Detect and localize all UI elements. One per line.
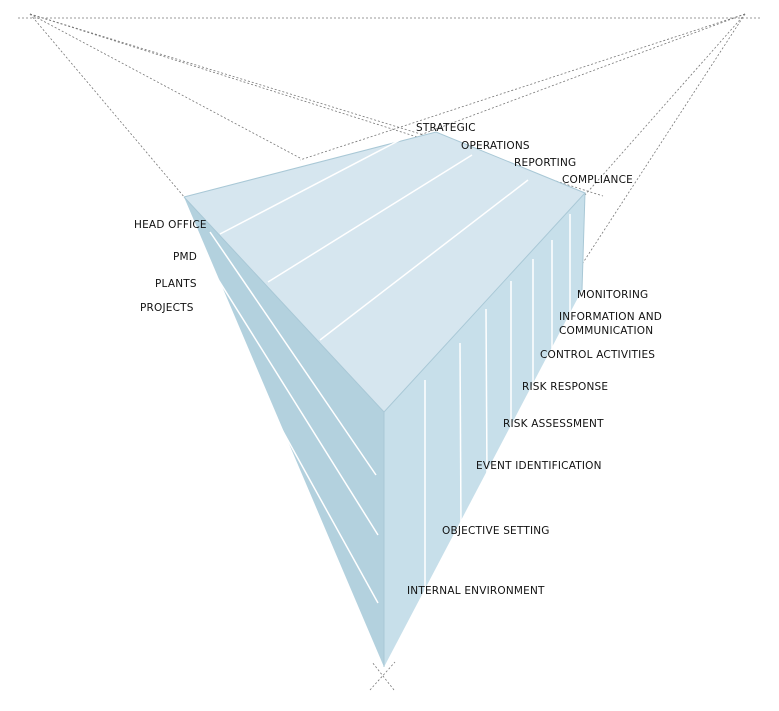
top-face bbox=[184, 132, 585, 412]
guide-line bbox=[419, 13, 746, 136]
guide-line bbox=[29, 13, 186, 199]
guide-line bbox=[29, 13, 441, 141]
label-strategic: STRATEGIC bbox=[416, 122, 476, 134]
label-objective-setting: OBJECTIVE SETTING bbox=[442, 525, 550, 537]
top-face-dividers bbox=[219, 139, 529, 341]
label-compliance: COMPLIANCE bbox=[562, 174, 633, 186]
label-plants: PLANTS bbox=[155, 278, 197, 290]
label-risk-response: RISK RESPONSE bbox=[522, 381, 608, 393]
guide-line bbox=[584, 13, 746, 196]
label-reporting: REPORTING bbox=[514, 157, 576, 169]
guide-line bbox=[29, 13, 301, 159]
label-monitoring: MONITORING bbox=[577, 289, 648, 301]
label-projects: PROJECTS bbox=[140, 302, 194, 314]
label-pmd: PMD bbox=[173, 251, 197, 263]
guide-line bbox=[299, 13, 746, 161]
label-control-activities: CONTROL ACTIVITIES bbox=[540, 349, 655, 361]
label-information-and: INFORMATION AND bbox=[559, 311, 662, 323]
label-risk-assessment: RISK ASSESSMENT bbox=[503, 418, 604, 430]
guide-line bbox=[574, 13, 746, 276]
left-face-dividers bbox=[202, 231, 379, 604]
label-communication: COMMUNICATION bbox=[559, 325, 653, 337]
right-face-dividers bbox=[424, 214, 571, 598]
label-operations: OPERATIONS bbox=[461, 140, 530, 152]
label-internal-environment: INTERNAL ENVIRONMENT bbox=[407, 585, 545, 597]
guide-line bbox=[369, 661, 396, 691]
cube-edges bbox=[183, 131, 586, 667]
label-head-office: HEAD OFFICE bbox=[134, 219, 207, 231]
right-face bbox=[384, 193, 585, 667]
guide-line bbox=[371, 661, 395, 691]
label-event-identification: EVENT IDENTIFICATION bbox=[476, 460, 602, 472]
